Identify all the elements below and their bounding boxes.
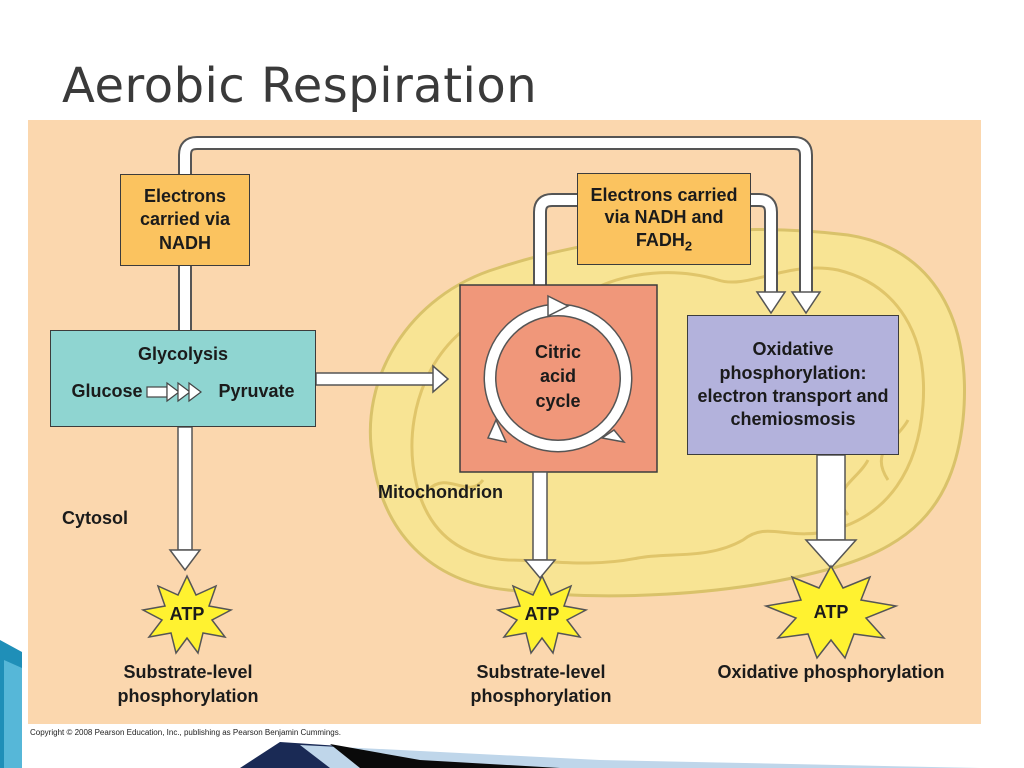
respiration-diagram: Electrons carried via NADH Electrons car… [28, 120, 981, 724]
electrons-nadh-box: Electrons carried via NADH [120, 174, 250, 266]
arrowhead-nadh-fadh [755, 291, 787, 315]
mitochondrion-label: Mitochondrion [378, 482, 503, 502]
electrons-nadh-fadh-box: Electrons carried via NADH and FADH2 [577, 173, 751, 265]
atp-label-2: ATP [524, 604, 560, 624]
glycolysis-steps-arrow [146, 381, 203, 403]
glycolysis-title: Glycolysis [137, 344, 229, 364]
glucose-label: Glucose [71, 381, 143, 402]
slide-title: Aerobic Respiration [62, 58, 538, 114]
pyruvate-arrow [315, 372, 435, 386]
atp-burst-2 [495, 574, 589, 655]
atp-label-3: ATP [813, 602, 849, 622]
pyruvate-label: Pyruvate [218, 381, 295, 402]
arrowhead-nadh [790, 291, 822, 315]
cytosol-label: Cytosol [62, 508, 129, 528]
oxidative-phosphorylation-box: Oxidative phosphorylation: electron tran… [687, 315, 899, 455]
oxphos-down-arrow [816, 454, 846, 541]
fadh-line-2: via NADH and [604, 207, 724, 228]
glycolysis-reaction: Glucose Pyruvate [51, 380, 315, 403]
output-caption-2: Substrate-level phosphorylation [470, 662, 612, 707]
glycolysis-down-arrow [177, 426, 193, 551]
fadh-line-3: FADH2 [635, 229, 693, 254]
glycolysis-box: Glycolysis Glucose Pyruvate [50, 330, 316, 427]
atp-burst-3 [763, 564, 899, 660]
citric-acid-cycle-label: Citric acid cycle [534, 342, 581, 411]
atp-burst-1 [140, 574, 234, 655]
atp-label-1: ATP [169, 604, 205, 624]
output-caption-3: Oxidative phosphorylation [717, 662, 945, 682]
output-caption-1: Substrate-level phosphorylation [117, 662, 259, 707]
citric-down-arrow [532, 471, 548, 561]
fadh-line-1: Electrons carried [590, 184, 738, 205]
copyright-notice: Copyright © 2008 Pearson Education, Inc.… [30, 728, 341, 737]
